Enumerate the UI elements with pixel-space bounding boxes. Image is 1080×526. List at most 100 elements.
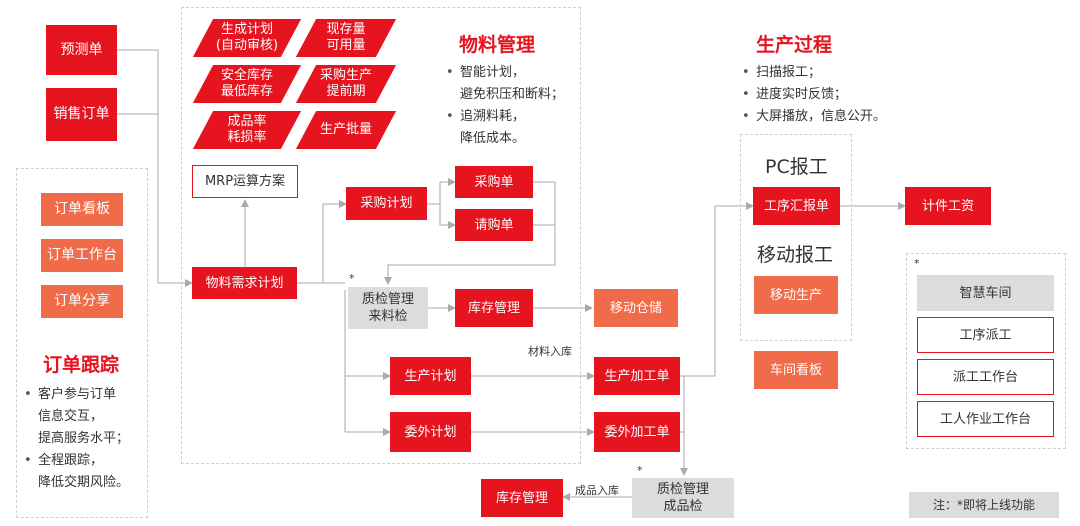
param-label: 成品率 耗损率 (227, 114, 267, 145)
purchase-plan-box: 采购计划 (346, 187, 427, 220)
param-label: 安全库存 最低库存 (220, 68, 273, 99)
pc-report-title: PC报工 (765, 156, 828, 178)
dispatch-workbench-box: 派工工作台 (917, 359, 1054, 395)
smart-workshop-label: 智慧车间 (959, 285, 1012, 301)
worker-workbench-box: 工人作业工作台 (917, 401, 1054, 437)
dispatch-workbench-label: 派工工作台 (952, 369, 1018, 385)
sales-order-label: 销售订单 (53, 106, 110, 122)
production-plan-label: 生产计划 (404, 368, 457, 384)
line-req-to-purchase (297, 200, 347, 284)
materials-container (181, 7, 581, 464)
purchase-order-label: 采购单 (474, 174, 514, 190)
line-purchase-to-po (427, 178, 456, 205)
param-batch: 生产批量 (306, 111, 386, 149)
forecast-label: 预测单 (60, 41, 103, 58)
line-orders-return (384, 181, 556, 285)
note-box: 注：*即将上线功能 (909, 492, 1059, 518)
process-dispatch-box: 工序派工 (917, 317, 1054, 353)
line-order-to-report (680, 202, 754, 377)
param-label: 采购生产 提前期 (319, 68, 372, 99)
purchase-order-box: 采购单 (455, 166, 533, 198)
mobile-production-label: 移动生产 (769, 287, 822, 303)
finished-inventory-box: 库存管理 (481, 479, 563, 517)
materials-bullet: 追溯料耗， 降低成本。 (446, 106, 578, 150)
process-report-label: 工序汇报单 (763, 198, 829, 214)
order-board-box: 订单看板 (41, 193, 123, 226)
production-title: 生产过程 (756, 34, 833, 56)
production-order-box: 生产加工单 (594, 357, 680, 395)
sales-order-box: 销售订单 (46, 88, 117, 141)
materials-bullet: 智能计划， 避免积压和断料； (446, 62, 578, 106)
order-tracking-bullet: 客户参与订单 信息交互， 提高服务水平； (24, 384, 146, 450)
request-order-box: 请购单 (455, 209, 533, 241)
order-tracking-bullet: 全程跟踪， 降低交期风险。 (24, 450, 146, 494)
process-dispatch-label: 工序派工 (959, 327, 1012, 343)
material-in-label: 材料入库 (528, 345, 572, 358)
production-bullet: 扫描报工； (742, 62, 912, 84)
materials-title: 物料管理 (459, 34, 536, 56)
production-bullets: 扫描报工； 进度实时反馈； 大屏播放，信息公开。 (742, 62, 912, 128)
process-report-box: 工序汇报单 (753, 187, 840, 225)
mrp-label: MRP运算方案 (204, 174, 286, 189)
line-forecast (117, 49, 193, 287)
workshop-board-label: 车间看板 (769, 362, 822, 378)
qc-incoming-label: 质检管理 来料检 (361, 292, 414, 324)
line-purchase-to-rq (439, 204, 456, 229)
mrp-box: MRP运算方案 (192, 165, 298, 198)
inventory-box: 库存管理 (455, 289, 533, 327)
production-bullet: 大屏播放，信息公开。 (742, 106, 912, 128)
mobile-production-box: 移动生产 (754, 276, 838, 314)
outsource-plan-label: 委外计划 (404, 424, 457, 440)
outsource-order-box: 委外加工单 (594, 412, 680, 452)
qc-finished-box: 质检管理 成品检 (632, 478, 734, 518)
finished-inventory-label: 库存管理 (495, 490, 548, 506)
order-tracking-bullets: 客户参与订单 信息交互， 提高服务水平； 全程跟踪， 降低交期风险。 (24, 384, 146, 494)
smart-workshop-box: 智慧车间 (917, 275, 1054, 311)
piece-wage-label: 计件工资 (921, 198, 974, 214)
qc-finished-star: * (637, 464, 643, 477)
inventory-label: 库存管理 (467, 300, 520, 316)
param-yield: 成品率 耗损率 (203, 111, 291, 149)
param-safety-stock: 安全库存 最低库存 (203, 65, 291, 103)
requirement-plan-box: 物料需求计划 (192, 267, 297, 299)
production-order-label: 生产加工单 (604, 368, 670, 384)
worker-workbench-label: 工人作业工作台 (939, 411, 1031, 427)
smart-workshop-star: * (914, 257, 920, 270)
report-container (740, 134, 852, 341)
param-label: 生成计划 (自动审核) (215, 22, 279, 53)
order-board-label: 订单看板 (54, 201, 110, 217)
piece-wage-box: 计件工资 (905, 187, 991, 225)
smart-workshop-container (906, 253, 1066, 449)
purchase-plan-label: 采购计划 (360, 196, 413, 211)
line-orders-to-qc (680, 375, 688, 476)
outsource-order-label: 委外加工单 (604, 424, 670, 440)
order-share-box: 订单分享 (41, 285, 123, 318)
param-generate-plan: 生成计划 (自动审核) (203, 19, 291, 57)
request-order-label: 请购单 (474, 217, 514, 233)
mobile-storage-box: 移动仓储 (594, 289, 678, 327)
forecast-box: 预测单 (46, 25, 117, 75)
production-bullet: 进度实时反馈； (742, 84, 912, 106)
requirement-plan-label: 物料需求计划 (205, 275, 284, 291)
order-share-label: 订单分享 (54, 293, 110, 309)
qc-incoming-star: * (349, 272, 355, 285)
qc-incoming-box: 质检管理 来料检 (348, 287, 428, 329)
note-label: 注：*即将上线功能 (932, 497, 1035, 512)
order-tracking-container (16, 168, 148, 518)
qc-finished-label: 质检管理 成品检 (656, 482, 709, 514)
order-workbench-box: 订单工作台 (41, 239, 123, 272)
production-plan-box: 生产计划 (390, 357, 471, 395)
finished-in-label: 成品入库 (575, 484, 619, 497)
materials-bullets: 智能计划， 避免积压和断料； 追溯料耗， 降低成本。 (446, 62, 578, 150)
mobile-storage-label: 移动仓储 (609, 300, 662, 316)
param-lead-time: 采购生产 提前期 (306, 65, 386, 103)
workshop-board-box: 车间看板 (754, 351, 838, 389)
param-label: 生产批量 (319, 122, 372, 137)
param-stock: 现存量 可用量 (306, 19, 386, 57)
order-tracking-title: 订单跟踪 (43, 354, 120, 376)
outsource-plan-box: 委外计划 (390, 412, 471, 452)
param-label: 现存量 可用量 (326, 22, 366, 53)
order-workbench-label: 订单工作台 (47, 247, 117, 263)
mobile-report-title: 移动报工 (757, 244, 834, 266)
